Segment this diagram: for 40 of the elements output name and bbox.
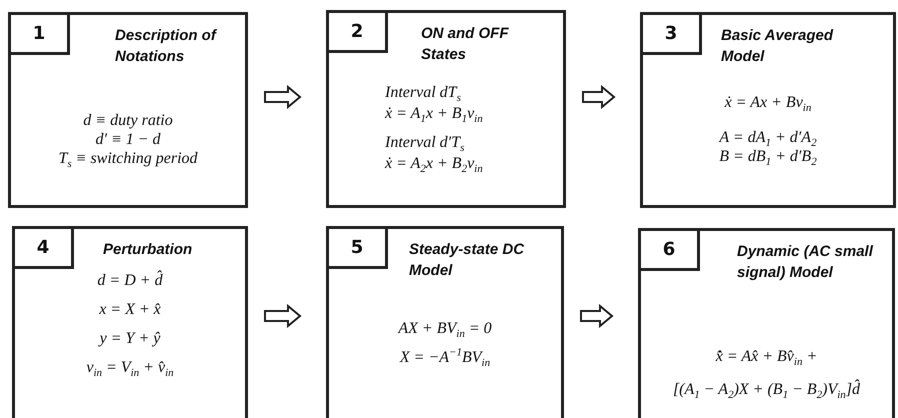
equation: B = dB$_{1}$ + d′B$_{2}$ xyxy=(719,147,817,166)
equation: ẋ = Ax + Bv$_{in}$ xyxy=(724,93,812,112)
step-title: Description of Notations xyxy=(115,26,218,67)
step-title: Perturbation xyxy=(103,240,194,260)
block-arrow xyxy=(264,304,302,328)
equation: y = Y + ŷ xyxy=(100,329,160,348)
step-number: 3 xyxy=(640,12,702,55)
equation: x = X + x̂ xyxy=(99,300,161,319)
equation: T$_{s}$ ≡ switching period xyxy=(58,149,198,168)
step-box xyxy=(326,226,564,418)
equation: A = dA$_{1}$ + d′A$_{2}$ xyxy=(719,128,817,147)
step-title: Dynamic (AC small signal) Model xyxy=(737,242,874,283)
equation: [(A$_{1}$ − A$_{2}$)X + (B$_{1}$ − B$_{2}$)V$_{in}$]d̂ xyxy=(672,380,860,399)
step-number: 2 xyxy=(326,10,388,53)
step-box xyxy=(638,228,895,418)
block-arrow xyxy=(582,84,616,110)
equation: ẋ = A$_{1}$x + B$_{1}$v$_{in}$ xyxy=(385,104,483,123)
equation: v$_{in}$ = V$_{in}$ + v̂$_{in}$ xyxy=(86,358,174,377)
equation: d ≡ duty ratio xyxy=(83,111,173,130)
equation: AX + BV$_{in}$ = 0 xyxy=(398,319,492,338)
step-number: 5 xyxy=(326,226,388,269)
step-box xyxy=(640,12,896,208)
step-box xyxy=(326,10,566,208)
equation: d′ ≡ 1 − d xyxy=(95,130,161,149)
step-title: ON and OFF States xyxy=(421,24,510,65)
step-number: 6 xyxy=(638,228,700,271)
step-title: Steady-state DC Model xyxy=(409,240,526,281)
equation: x̂̇ = Ax̂ + Bv̂$_{in}$ + xyxy=(716,347,818,366)
equation: X = −A$^{−1}$BV$_{in}$ xyxy=(400,348,490,367)
equation: Interval dT$_{s}$ xyxy=(385,83,461,102)
equation: ẋ = A$_{2}$x + B$_{2}$v$_{in}$ xyxy=(385,154,483,173)
equation: d = D + d̂ xyxy=(97,271,163,290)
step-box xyxy=(8,12,248,208)
step-box xyxy=(12,226,248,418)
step-number: 4 xyxy=(12,226,74,269)
equation: Interval d′T$_{s}$ xyxy=(385,133,464,152)
step-number: 1 xyxy=(8,12,70,55)
block-arrow xyxy=(264,84,302,110)
step-title: Basic Averaged Model xyxy=(721,26,834,67)
block-arrow xyxy=(580,304,614,328)
